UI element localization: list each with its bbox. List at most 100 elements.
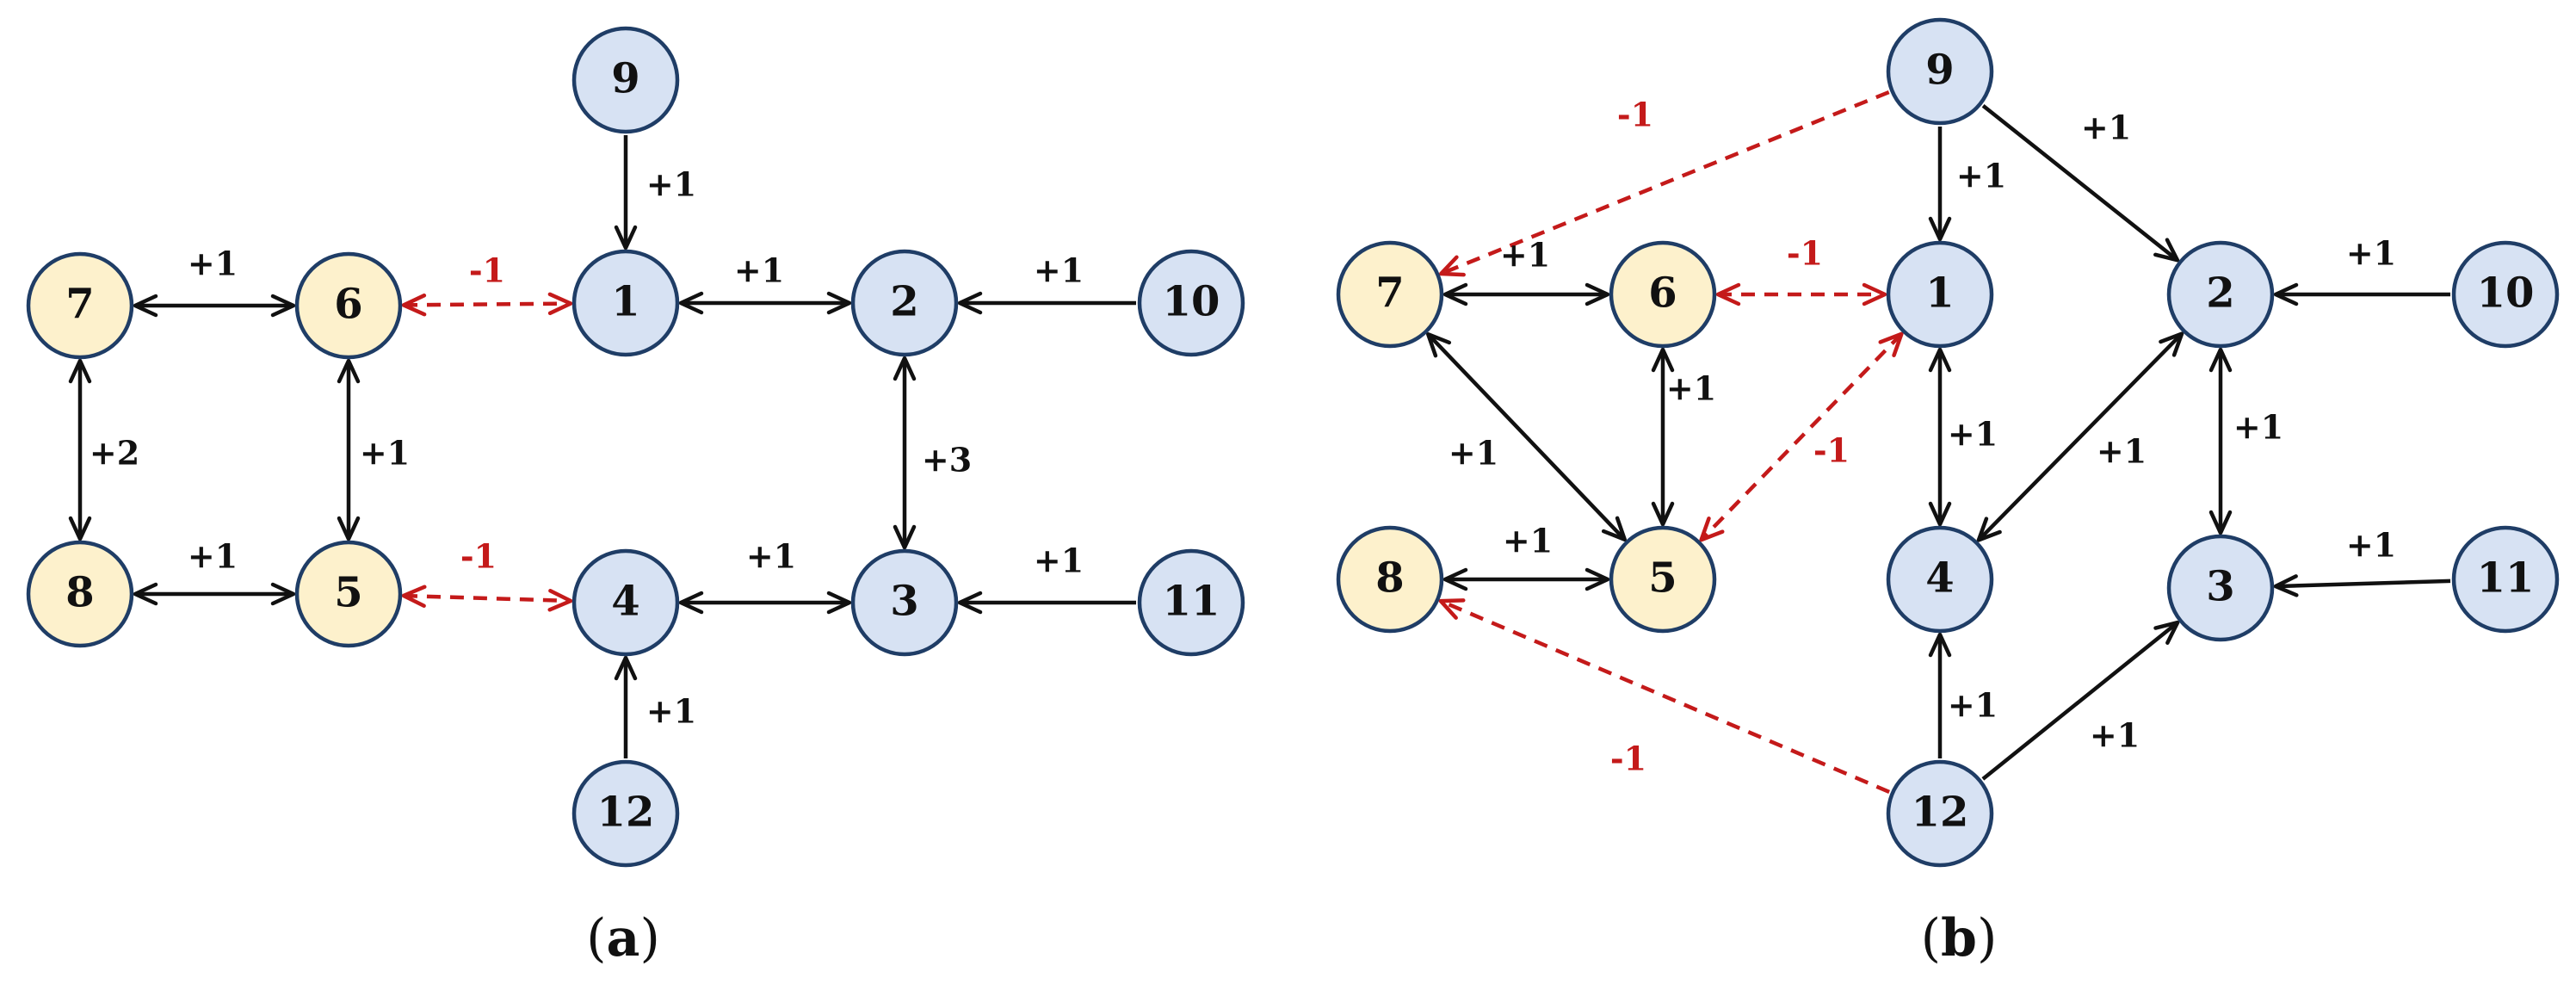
node-label: 3 [890, 578, 918, 626]
edge-weight-label: +1 [1666, 369, 1716, 408]
edge-weight-label: +3 [922, 441, 972, 480]
arrowhead-1 [1878, 331, 1904, 357]
edge-7-5: +1 [1426, 331, 1627, 542]
edge-weight-label: +1 [646, 692, 696, 731]
arrowhead-4 [1928, 501, 1952, 527]
node-10: 10 [2451, 240, 2560, 349]
node-circle [26, 540, 134, 648]
edge-12-8: -1 [1438, 598, 1890, 795]
arrowhead-4 [1928, 632, 1952, 658]
edge-weight-label: +1 [2090, 716, 2140, 755]
arrowhead-5 [1699, 517, 1725, 542]
node-7: 7 [26, 251, 134, 360]
edge-line-6-1 [403, 301, 571, 307]
arrowhead-4 [678, 591, 704, 615]
edge-7-8: +2 [68, 358, 139, 541]
edge-9-7: -1 [1439, 90, 1890, 277]
arrowhead-1 [614, 225, 638, 251]
arrowhead-3 [2273, 574, 2299, 597]
arrowhead-5 [270, 582, 296, 606]
arrowhead-3 [826, 591, 852, 615]
edge-10-2: +1 [957, 251, 1136, 315]
edge-6-1: -1 [1715, 234, 1887, 306]
arrowhead-1 [1862, 282, 1887, 306]
arrowhead-5 [337, 516, 361, 541]
arrowhead-2 [957, 291, 983, 315]
node-label: 6 [1648, 269, 1677, 318]
node-circle [294, 251, 403, 360]
edge-weight-label: +1 [1948, 686, 1998, 725]
edge-11-3: +1 [2273, 526, 2451, 597]
edge-11-3: +1 [957, 541, 1136, 615]
arrowhead-1 [1928, 216, 1952, 242]
edge-weight-label: +2 [90, 434, 139, 473]
edge-weight-label: -1 [1813, 431, 1850, 470]
node-label: 8 [65, 569, 94, 617]
arrowhead-5 [1585, 567, 1610, 591]
edge-8-5: +1 [133, 537, 296, 606]
arrowhead-7 [133, 294, 158, 318]
node-8: 8 [1336, 525, 1444, 634]
node-6: 6 [294, 251, 403, 360]
arrowhead-4 [547, 589, 573, 612]
node-label: 10 [2477, 269, 2535, 318]
edge-9-2: +1 [1981, 104, 2180, 263]
edge-line-12-8 [1440, 598, 1890, 795]
node-5: 5 [294, 540, 403, 648]
edge-line-7-5 [1426, 332, 1627, 541]
edge-weight-label: -1 [460, 537, 497, 576]
node-9: 9 [571, 26, 680, 134]
edge-weight-label: +1 [1034, 251, 1084, 290]
edge-weight-label: +1 [734, 251, 784, 290]
edge-12-4: +1 [614, 655, 696, 758]
node-8: 8 [26, 540, 134, 648]
arrowhead-4 [1976, 517, 2002, 542]
edge-weight-label: +1 [188, 537, 238, 576]
edge-4-3: +1 [678, 537, 852, 615]
edge-weight-label: +1 [1503, 522, 1553, 560]
edge-weight-label: +1 [1956, 157, 2006, 195]
node-circle [1886, 759, 1994, 868]
caption-b-close: ) [1977, 908, 1997, 968]
arrowhead-8 [1442, 567, 1468, 591]
arrowhead-7 [68, 358, 92, 384]
arrowhead-1 [547, 292, 573, 316]
node-3: 3 [2166, 534, 2275, 642]
arrowhead-6 [337, 358, 361, 384]
node-12: 12 [571, 759, 680, 868]
node-circle [1886, 17, 1994, 126]
node-5: 5 [1609, 525, 1717, 634]
node-circle [1137, 249, 1245, 357]
arrowhead-5 [1651, 501, 1675, 527]
node-4: 4 [1886, 525, 1994, 634]
edge-weight-label: +1 [646, 165, 696, 204]
arrowhead-8 [133, 582, 158, 606]
node-label: 12 [597, 789, 655, 837]
arrowhead-7 [1439, 255, 1466, 277]
caption-a-letter: a [607, 908, 640, 968]
node-label: 11 [1163, 578, 1220, 626]
edge-6-1: -1 [401, 251, 573, 317]
edge-6-5: +1 [1651, 347, 1716, 527]
node-10: 10 [1137, 249, 1245, 357]
edge-weight-label: +1 [746, 537, 796, 576]
arrowhead-3 [957, 591, 983, 615]
edge-weight-label: +1 [2081, 108, 2131, 147]
edge-weight-label: +1 [2346, 526, 2396, 565]
node-circle [26, 251, 134, 360]
node-circle [2166, 240, 2275, 349]
caption-a-close: ) [639, 908, 659, 968]
node-circle [571, 759, 680, 868]
node-label: 7 [1375, 269, 1404, 318]
node-label: 1 [611, 278, 639, 326]
edge-1-2: +1 [678, 251, 852, 315]
arrowhead-2 [893, 356, 917, 381]
node-label: 6 [334, 281, 362, 329]
arrowhead-3 [2153, 620, 2180, 645]
node-1: 1 [571, 249, 680, 357]
arrowhead-2 [2208, 347, 2233, 373]
arrowhead-6 [270, 294, 296, 318]
node-2: 2 [850, 249, 959, 357]
